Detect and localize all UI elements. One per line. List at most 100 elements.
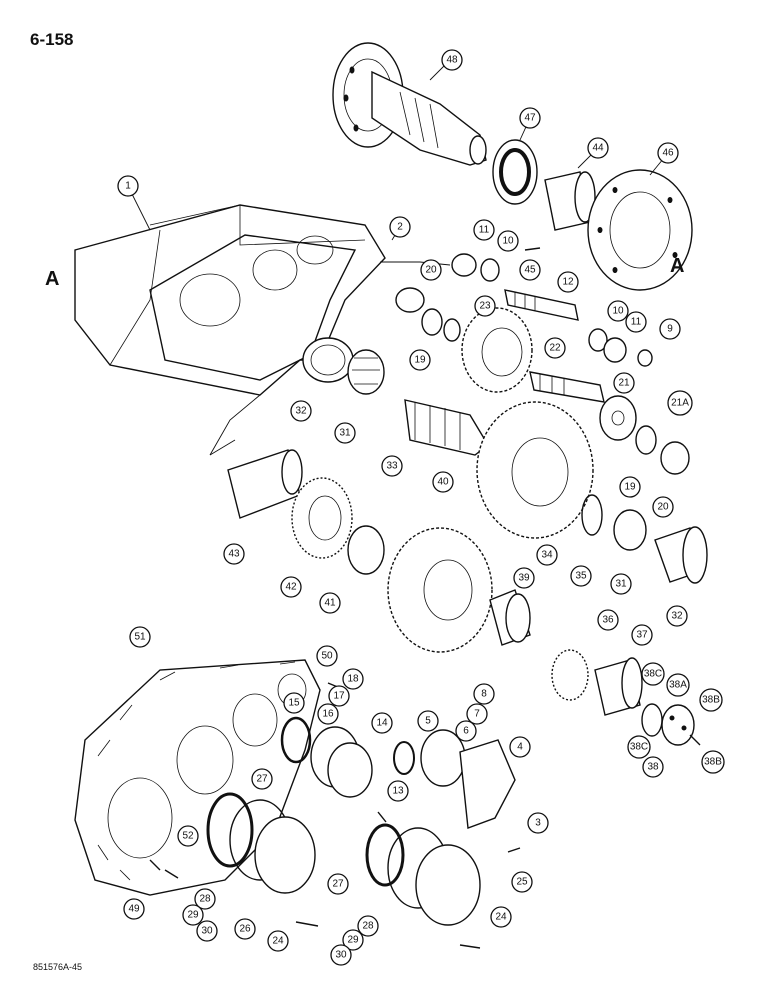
svg-text:32: 32	[295, 406, 307, 417]
bearing-group-upper	[302, 253, 500, 395]
svg-text:9: 9	[667, 324, 673, 335]
svg-text:37: 37	[636, 630, 648, 641]
callout-25: 25	[511, 871, 533, 893]
callout-27a: 27	[251, 768, 273, 790]
svg-text:12: 12	[562, 277, 574, 288]
svg-text:28: 28	[199, 894, 211, 905]
svg-text:10: 10	[502, 236, 514, 247]
callout-40: 40	[432, 471, 454, 493]
svg-text:48: 48	[446, 55, 458, 66]
svg-text:29: 29	[187, 910, 199, 921]
svg-text:35: 35	[575, 571, 587, 582]
callout-52: 52	[177, 825, 199, 847]
callout-32a: 32	[290, 400, 312, 422]
callout-17: 17	[328, 685, 350, 707]
svg-text:33: 33	[386, 461, 398, 472]
callout-24a: 24	[267, 930, 289, 952]
callout-31b: 31	[610, 573, 632, 595]
callout-5: 5	[417, 710, 439, 732]
svg-text:32: 32	[671, 611, 683, 622]
svg-text:15: 15	[288, 698, 300, 709]
callout-18: 18	[342, 668, 364, 690]
callout-44: 44	[587, 137, 609, 159]
callout-48: 48	[441, 49, 463, 71]
svg-text:38B: 38B	[704, 757, 722, 768]
callout-14: 14	[371, 712, 393, 734]
svg-text:49: 49	[128, 904, 140, 915]
svg-text:17: 17	[333, 691, 345, 702]
svg-text:5: 5	[425, 716, 431, 727]
gear-22	[461, 307, 533, 393]
svg-text:4: 4	[517, 742, 523, 753]
callout-38c-1: 38C	[641, 662, 665, 686]
callout-42: 42	[280, 576, 302, 598]
svg-text:27: 27	[256, 774, 268, 785]
section-letter-left: A	[45, 268, 59, 290]
svg-text:18: 18	[347, 674, 359, 685]
callout-13: 13	[387, 780, 409, 802]
svg-text:6: 6	[463, 726, 469, 737]
svg-text:13: 13	[392, 786, 404, 797]
svg-text:38C: 38C	[630, 742, 648, 753]
svg-text:41: 41	[324, 598, 336, 609]
svg-text:30: 30	[335, 950, 347, 961]
callout-38b-1: 38B	[699, 688, 723, 712]
svg-text:46: 46	[662, 148, 674, 159]
callout-8: 8	[473, 683, 495, 705]
svg-text:21: 21	[618, 378, 630, 389]
callout-47: 47	[519, 107, 541, 129]
callout-50: 50	[316, 645, 338, 667]
bearing-group-right	[588, 328, 653, 367]
svg-text:42: 42	[285, 582, 297, 593]
gear-40	[387, 527, 493, 653]
svg-text:24: 24	[272, 936, 284, 947]
svg-text:24: 24	[495, 912, 507, 923]
callout-10b: 10	[607, 300, 629, 322]
callout-38: 38	[642, 756, 664, 778]
sleeve-39	[489, 589, 531, 646]
callout-33: 33	[381, 455, 403, 477]
callout-31a: 31	[334, 422, 356, 444]
shaft-12	[504, 289, 579, 321]
svg-text:21A: 21A	[671, 398, 689, 409]
callout-38a: 38A	[666, 673, 690, 697]
reference-code: 851576A-45	[33, 962, 83, 972]
callout-51: 51	[129, 626, 151, 648]
svg-text:51: 51	[134, 632, 146, 643]
svg-text:39: 39	[518, 573, 530, 584]
svg-text:47: 47	[524, 113, 536, 124]
callout-10a: 10	[497, 230, 519, 252]
svg-text:43: 43	[228, 549, 240, 560]
svg-text:26: 26	[239, 924, 251, 935]
bearing-group-left	[227, 449, 385, 575]
callout-24b: 24	[490, 906, 512, 928]
svg-text:19: 19	[414, 355, 426, 366]
callout-38c-2: 38C	[627, 735, 651, 759]
svg-text:31: 31	[339, 428, 351, 439]
svg-text:28: 28	[362, 921, 374, 932]
page-number: 6-158	[30, 30, 74, 49]
callout-12: 12	[557, 271, 579, 293]
callout-11b: 11	[625, 311, 647, 333]
callout-30a: 30	[196, 920, 218, 942]
callout-15: 15	[283, 692, 305, 714]
callout-29b: 29	[342, 929, 364, 951]
cover-parts-lower	[206, 716, 516, 926]
callout-20b: 20	[652, 496, 674, 518]
svg-text:27: 27	[332, 879, 344, 890]
svg-text:30: 30	[201, 926, 213, 937]
svg-text:44: 44	[592, 143, 604, 154]
svg-text:19: 19	[624, 482, 636, 493]
svg-text:31: 31	[615, 579, 627, 590]
output-flange-shaft	[332, 42, 487, 166]
svg-text:40: 40	[437, 477, 449, 488]
svg-text:11: 11	[479, 225, 490, 236]
svg-text:22: 22	[549, 343, 561, 354]
callout-16: 16	[317, 703, 339, 725]
svg-text:1: 1	[125, 181, 131, 192]
callout-21: 21	[613, 372, 635, 394]
svg-text:3: 3	[535, 818, 541, 829]
oil-seal	[492, 139, 538, 205]
callout-39: 39	[513, 567, 535, 589]
